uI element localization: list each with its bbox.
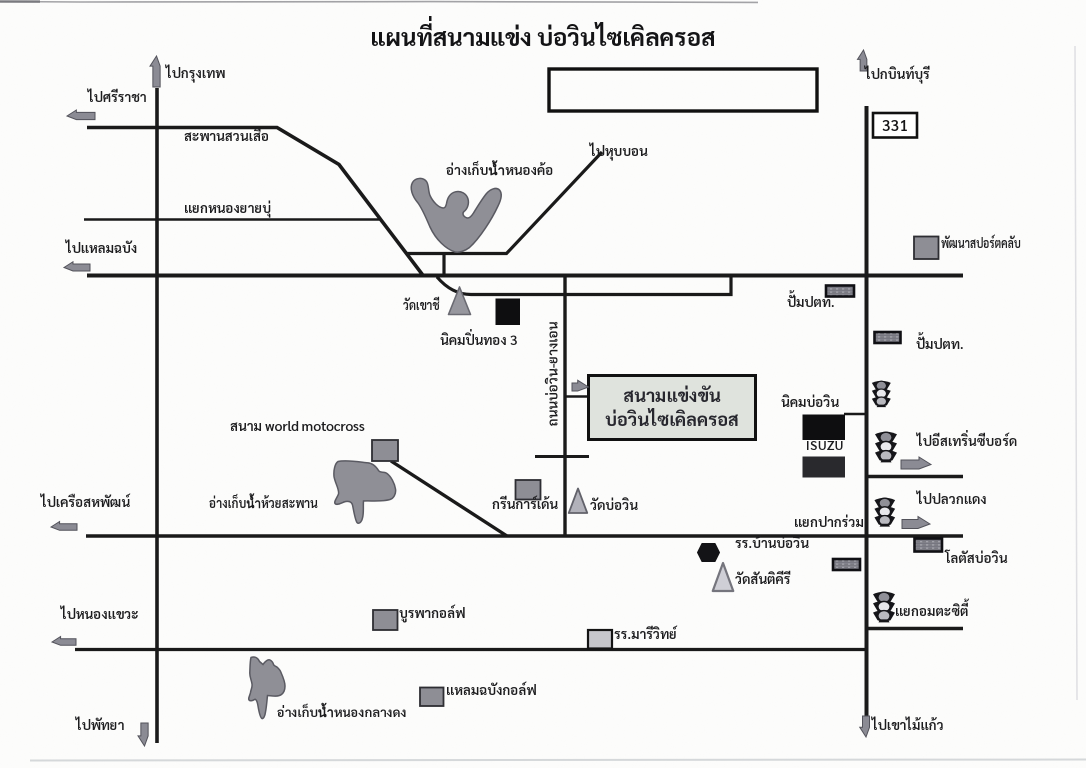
green-garden-box — [514, 479, 542, 501]
track-right-arrow-icon — [571, 379, 590, 392]
bangkok-up-arrow-icon — [149, 54, 161, 88]
kabinburi-up-arrow-icon — [856, 48, 868, 72]
maree-wit-school-box — [586, 628, 614, 650]
label-maree-wit-school: รร.มารีวิทย์ — [614, 626, 677, 643]
label-wat-bo-win: วัดบ่อวิน — [590, 497, 638, 514]
label-laem-chabang-golf: แหลมฉบังกอล์ฟ — [446, 682, 537, 699]
label-amata-city-junction: แยกอมตะซิตี้ — [895, 603, 969, 620]
wat-khao-chi-triangle-icon — [447, 286, 472, 316]
traffic-light-icon-4 — [873, 591, 895, 623]
laem-chabang-golf-box — [419, 686, 445, 707]
isuzu-box — [802, 456, 845, 478]
label-pak-ruam-junction: แยกปากร่วม — [794, 514, 864, 531]
sriracha-left-arrow-icon — [65, 109, 96, 121]
route-331-badge-box — [871, 111, 919, 139]
pinthong-estate-box — [495, 298, 520, 325]
traffic-light-icon-3 — [874, 497, 896, 527]
page-title: แผนที่สนามแข่ง บ่อวินไซเคิลครอส — [370, 20, 716, 52]
label-to-eastern-seaboard: ไปอีสเทริ่นซีบอร์ด — [917, 433, 1018, 450]
scan-edge-right — [1074, 45, 1078, 701]
road-motocross-diagonal — [390, 459, 508, 538]
title-frame-box — [547, 67, 819, 113]
label-isuzu: ISUZU — [806, 437, 844, 454]
nong-kho-reservoir-shape — [410, 177, 502, 253]
eastern-seaboard-right-arrow-icon — [900, 456, 933, 470]
label-green-garden: กรีนการ์เด้น — [492, 496, 558, 513]
track-box-label-line1: สนามแข่งขัน — [623, 384, 721, 408]
ptt-sign-2-box — [873, 330, 902, 345]
label-to-sriracha: ไปศรีราชา — [88, 89, 147, 106]
khao-mai-kaew-down-arrow-icon — [858, 715, 870, 739]
pattana-sport-club-box — [913, 235, 940, 260]
world-motocross-box — [371, 439, 399, 462]
laem-chabang-left-arrow-icon — [62, 260, 91, 272]
label-to-kabinburi: ไปกบินท์บุรี — [865, 66, 930, 83]
road-sriracha-diagonal — [87, 125, 425, 278]
saha-pat-left-arrow-icon — [49, 520, 78, 531]
direction-arrows — [49, 48, 933, 748]
pattaya-down-arrow-icon — [137, 722, 149, 748]
pluak-daeng-right-arrow-icon — [901, 515, 932, 529]
label-to-bangkok: ไปกรุงเทพ — [166, 65, 226, 82]
label-ban-bo-win-school: รร.บ้านบ่อวิน — [735, 535, 809, 552]
label-to-saha-pat: ไปเครือสหพัฒน์ — [41, 494, 131, 511]
label-to-hub-bon: ไปหุบบอน — [590, 143, 648, 160]
label-nong-kho-reservoir: อ่างเก็บน้ำหนองค้อ — [446, 162, 554, 179]
huai-saphan-reservoir-shape — [333, 459, 397, 525]
roads — [75, 88, 963, 743]
label-to-nong-khwae: ไปหนองแขวะ — [61, 606, 139, 623]
map-markers — [371, 67, 944, 707]
label-lotus-bo-win: โลตัสบ่อวิน — [945, 550, 1008, 567]
wat-bo-win-triangle-icon — [567, 487, 589, 514]
label-to-pattaya: ไปพัทยา — [76, 717, 125, 734]
label-nong-yai-bu-junction: แยกหนองยายบุ่ — [184, 200, 272, 217]
label-to-pluak-daeng: ไปปลวกแดง — [917, 491, 987, 508]
ptt-sign-3-box — [831, 557, 862, 572]
road-reservoir-hubbon — [406, 150, 604, 256]
scan-edge-bottom — [29, 758, 1086, 762]
label-pattana-sport-club: พัฒนาสปอร์ตคลับ — [941, 235, 1021, 252]
scan-edge-top — [0, 0, 759, 4]
bo-win-estate-box — [802, 414, 845, 440]
track-box-label-line2: บ่อวินไซเคิลครอส — [605, 407, 739, 431]
ptt-sign-1-box — [824, 284, 856, 298]
label-world-motocross: สนาม world motocross — [230, 418, 365, 435]
ban-bo-win-school-hexagon-icon — [697, 543, 720, 562]
traffic-light-icon-1 — [871, 380, 891, 408]
label-huai-saphan-reservoir: อ่างเก็บน้ำห้วยสะพาน — [209, 495, 318, 512]
label-to-khao-mai-kaew: ไปเขาไม้แก้ว — [872, 717, 944, 734]
scan-smudge-topleft — [0, 0, 40, 3]
traffic-light-icon-2 — [875, 431, 897, 463]
lotus-bo-win-box — [913, 537, 944, 553]
label-ptt-station-1: ปั้มปตท. — [787, 294, 835, 311]
label-wat-santi-khiri: วัดสันติคีรี — [735, 571, 791, 588]
label-nong-klang-dong-reservoir: อ่างเก็บน้ำหนองกลางดง — [277, 704, 407, 721]
wat-santi-khiri-triangle-icon — [711, 561, 735, 593]
label-burapha-golf: บูรพากอล์ฟ — [399, 605, 466, 622]
label-suan-suea-bridge: สะพานสวนเสือ — [184, 128, 270, 145]
route-331-badge: 331 — [881, 114, 909, 135]
nong-khwae-left-arrow-icon — [50, 635, 77, 646]
nong-klang-dong-reservoir-shape — [247, 656, 286, 720]
label-ptt-station-2: ปั้มปตท. — [916, 336, 964, 353]
label-to-laem-chabang: ไปแหลมฉบัง — [66, 240, 138, 257]
reservoirs — [247, 177, 502, 720]
label-wat-khao-chi: วัดเขาชี — [403, 297, 440, 314]
track-box-label: สนามแข่งขัน บ่อวินไซเคิลครอส — [589, 376, 756, 440]
track-box — [587, 374, 757, 441]
label-pinthong-estate: นิคมปิ่นทอง 3 — [440, 332, 518, 349]
burapha-golf-box — [372, 609, 399, 631]
label-bo-win-estate: นิคมบ่อวิน — [781, 394, 840, 411]
